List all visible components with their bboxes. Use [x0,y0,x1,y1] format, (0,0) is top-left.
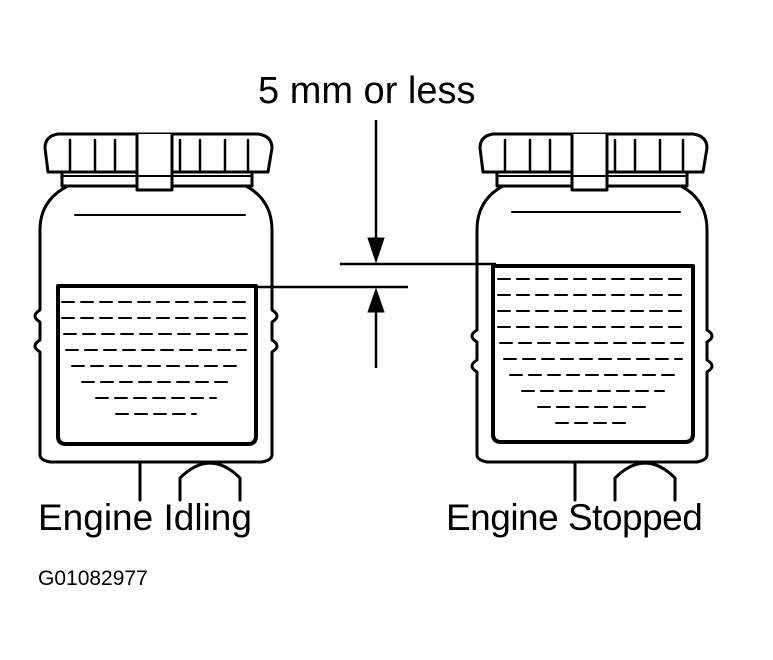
clearance-label: 5 mm or less [258,70,476,112]
engine-idling-label: Engine Idling [38,497,252,538]
left-fluid [62,302,250,414]
left-reservoir-cap [45,134,272,190]
left-reservoir-body [35,186,277,500]
up-arrowhead [368,289,384,312]
right-reservoir-body [472,186,712,500]
level-indicator [254,120,496,368]
down-arrowhead [368,238,384,262]
right-fluid [498,279,688,423]
right-reservoir [472,134,712,500]
figure-id-label: G01082977 [38,567,148,590]
right-reservoir-cap [480,134,707,190]
left-reservoir [35,134,277,500]
engine-stopped-label: Engine Stopped [446,497,703,538]
